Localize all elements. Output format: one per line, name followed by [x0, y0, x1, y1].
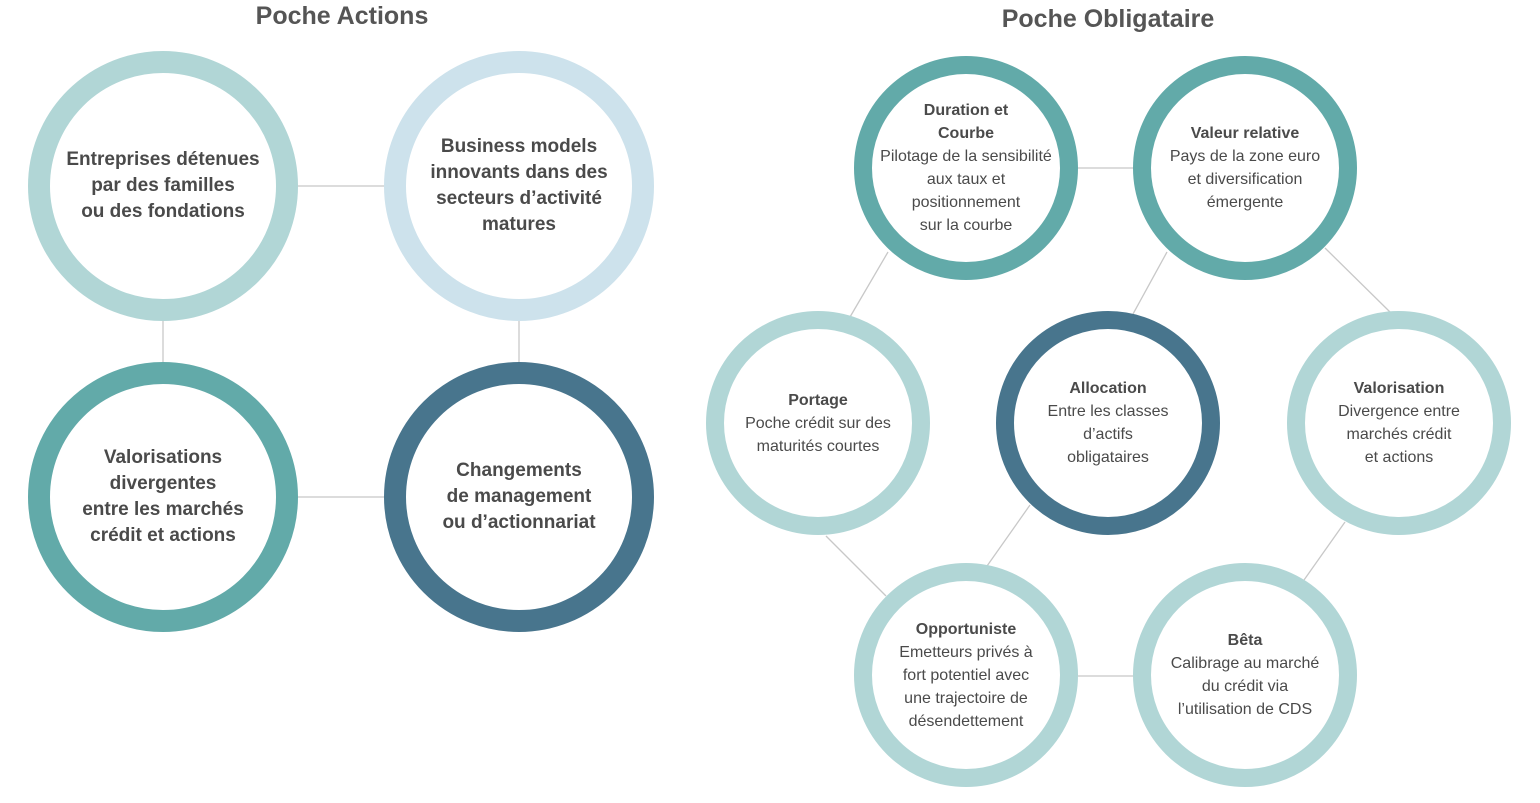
oblig-circle-opportuniste: Opportuniste Emetteurs privés à fort pot…	[854, 563, 1078, 787]
oblig-circle-valeur-relative: Valeur relative Pays de la zone euro et …	[1133, 56, 1357, 280]
circle-text: par des familles	[91, 175, 235, 196]
connector-line	[849, 251, 889, 318]
oblig-circle-beta: Bêta Calibrage au marché du crédit via l…	[1133, 563, 1357, 787]
circle-text: fort potentiel avec	[902, 666, 1030, 684]
circle-heading: Portage	[788, 391, 848, 409]
oblig-circle-valorisation: Valorisation Divergence entre marchés cr…	[1287, 311, 1511, 535]
circle-text: l’utilisation de CDS	[1177, 701, 1313, 718]
connector-line	[1303, 521, 1346, 581]
circle-text: et diversification	[1187, 171, 1303, 188]
oblig-circle-allocation: Allocation Entre les classes d’actifs ob…	[996, 311, 1220, 535]
connector-line	[825, 535, 887, 597]
circle-text: désendettement	[908, 712, 1024, 730]
circle-text: Changements	[456, 460, 582, 481]
circle-text: secteurs d’activité	[436, 188, 602, 209]
actions-circle-familles: Entreprises détenues par des familles ou…	[28, 51, 298, 321]
circle-text: Poche crédit sur des	[745, 414, 891, 432]
circle-heading: Opportuniste	[915, 620, 1017, 638]
circle-text: obligataires	[1067, 449, 1149, 466]
circle-heading: Valeur relative	[1190, 125, 1300, 142]
connector-line	[1324, 247, 1391, 313]
circle-text: émergente	[1206, 194, 1284, 211]
connector-line	[986, 504, 1031, 567]
circle-text: Emetteurs privés à	[899, 643, 1033, 661]
circle-text: maturités courtes	[756, 437, 880, 455]
actions-circle-valorisations: Valorisations divergentes entre les marc…	[28, 362, 298, 632]
circle-text: Entreprises détenues	[66, 149, 260, 170]
circle-text: Pilotage de la sensibilité	[880, 148, 1052, 165]
circle-text: ou des fondations	[81, 201, 245, 222]
circle-text: sur la courbe	[919, 217, 1013, 234]
circle-heading: Bêta	[1227, 632, 1263, 649]
circle-text: d’actifs	[1083, 426, 1133, 443]
circle-text: divergentes	[109, 473, 217, 494]
circle-text: de management	[446, 486, 592, 507]
circle-text: entre les marchés	[82, 499, 244, 520]
circle-text: matures	[482, 214, 556, 235]
circle-text: marchés crédit	[1346, 426, 1452, 443]
circle-text: Entre les classes	[1047, 403, 1169, 420]
circle-heading: Valorisation	[1353, 380, 1445, 397]
actions-circle-changements: Changements de management ou d’actionnar…	[384, 362, 654, 632]
circle-heading: Allocation	[1069, 380, 1147, 397]
circle-text: du crédit via	[1201, 678, 1289, 695]
poche-actions-title: Poche Actions	[255, 2, 429, 30]
circle-text: innovants dans des	[430, 162, 608, 183]
circle-text: aux taux et	[926, 171, 1006, 188]
circle-text: et actions	[1364, 449, 1434, 466]
connector-line	[1132, 251, 1168, 315]
circle-text: une trajectoire de	[904, 689, 1028, 707]
circle-text: ou d’actionnariat	[442, 512, 596, 533]
circle-heading: Courbe	[938, 125, 994, 142]
oblig-circle-duration: Duration et Courbe Pilotage de la sensib…	[854, 56, 1078, 280]
circle-text: Valorisations	[103, 447, 223, 468]
oblig-circle-portage: Portage Poche crédit sur des maturités c…	[706, 311, 930, 535]
circle-text: crédit et actions	[90, 525, 236, 546]
circle-text: Calibrage au marché	[1170, 655, 1320, 672]
circle-text: Divergence entre	[1338, 403, 1460, 420]
circle-text: Pays de la zone euro	[1169, 148, 1321, 165]
actions-circle-business-models: Business models innovants dans des secte…	[384, 51, 654, 321]
circle-text: Business models	[440, 136, 598, 157]
circle-heading: Duration et	[923, 102, 1009, 119]
poche-obligataire-title: Poche Obligataire	[1001, 5, 1215, 33]
circle-text: positionnement	[911, 194, 1021, 211]
